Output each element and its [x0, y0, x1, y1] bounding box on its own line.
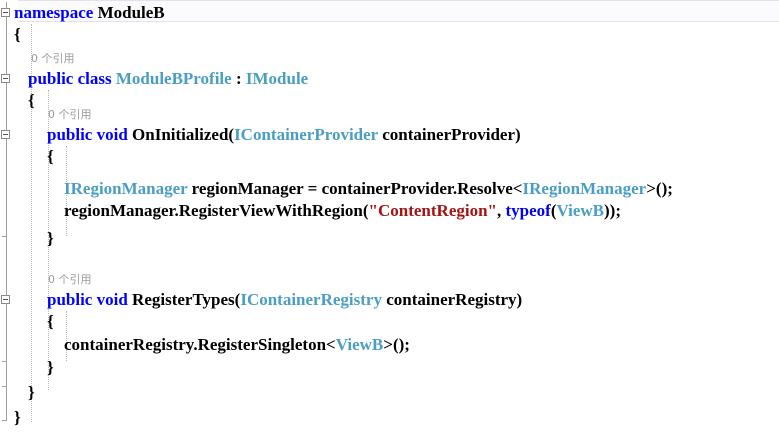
token-type: IContainerRegistry	[240, 290, 382, 309]
line-registertypes-open-brace[interactable]: {	[0, 311, 54, 333]
line-class-decl[interactable]: public class ModuleBProfile : IModule	[0, 68, 308, 90]
outline-bar-2	[6, 124, 7, 236]
token-pl: containerRegistry.RegisterSingleton<	[64, 335, 336, 354]
outline-collapse-class[interactable]	[1, 74, 10, 83]
token-pl: containerProvider)	[377, 125, 521, 144]
current-line-highlight	[18, 0, 779, 22]
token-pl: }	[14, 408, 21, 427]
token-pl: regionManager = containerProvider.Resolv…	[187, 179, 523, 198]
token-pl: }	[47, 358, 54, 377]
outline-collapse-namespace[interactable]	[1, 8, 10, 17]
token-type: ViewB	[335, 335, 384, 354]
line-register-singleton[interactable]: containerRegistry.RegisterSingleton<View…	[0, 334, 410, 356]
outline-collapse-registertypes[interactable]	[1, 295, 10, 304]
token-pl: {	[47, 312, 54, 331]
token-pl: {	[47, 147, 54, 166]
token-pl: }	[47, 229, 54, 248]
token-str: "ContentRegion"	[368, 201, 497, 220]
token-type: ModuleBProfile	[115, 69, 232, 88]
outlining-gutter[interactable]	[0, 0, 16, 433]
line-registertypes-decl[interactable]: public void RegisterTypes(IContainerRegi…	[0, 289, 522, 311]
line-namespace-open-brace[interactable]: {	[0, 24, 21, 46]
line-register-view-with-region[interactable]: regionManager.RegisterViewWithRegion("Co…	[0, 200, 621, 222]
line-resolve-regionmanager[interactable]: IRegionManager regionManager = container…	[0, 178, 673, 200]
token-pl: ,	[496, 201, 506, 220]
token-pl: OnInitialized(	[127, 125, 235, 144]
outline-bar-3	[6, 289, 7, 361]
token-type: IModule	[245, 69, 309, 88]
token-pl: >();	[383, 335, 410, 354]
line-oninitialized-close-brace[interactable]: }	[0, 228, 54, 250]
token-type: ViewB	[556, 201, 605, 220]
line-namespace[interactable]: namespace ModuleB	[0, 2, 165, 24]
token-pl: containerRegistry)	[381, 290, 523, 309]
outline-end-tick-1	[2, 386, 7, 387]
line-class-open-brace[interactable]: {	[0, 90, 35, 112]
line-registertypes-close-brace[interactable]: }	[0, 357, 54, 379]
token-kw: namespace	[14, 3, 94, 22]
outline-end-tick-2	[2, 236, 7, 237]
token-pl: {	[28, 91, 35, 110]
line-namespace-close-brace[interactable]: }	[0, 407, 21, 429]
token-type: IContainerProvider	[234, 125, 378, 144]
outline-end-tick-0	[2, 420, 7, 421]
token-pl: :	[231, 69, 246, 88]
codelens-registertypes[interactable]: 0 个引用	[48, 273, 92, 286]
indent-guide-0	[31, 24, 32, 422]
token-kw: public class	[28, 69, 112, 88]
token-type: IRegionManager	[64, 179, 188, 198]
line-oninitialized-open-brace[interactable]: {	[0, 146, 54, 168]
indent-guide-2	[66, 146, 67, 236]
token-type: IRegionManager	[522, 179, 647, 198]
token-pl: {	[14, 25, 21, 44]
token-kw: public void	[47, 125, 128, 144]
codelens-oninitialized[interactable]: 0 个引用	[48, 108, 92, 121]
token-pl: (	[550, 201, 557, 220]
outline-end-tick-3	[2, 361, 7, 362]
codelens-class[interactable]: 0 个引用	[31, 52, 75, 65]
token-pl: ));	[604, 201, 621, 220]
indent-guide-1	[48, 90, 49, 390]
indent-guide-3	[66, 311, 67, 361]
line-oninitialized-decl[interactable]: public void OnInitialized(IContainerProv…	[0, 124, 521, 146]
outline-collapse-oninitialized[interactable]	[1, 130, 10, 139]
token-pl: RegisterTypes(	[127, 290, 241, 309]
token-pl: regionManager.RegisterViewWithRegion(	[64, 201, 369, 220]
token-pl: ModuleB	[93, 3, 165, 22]
token-pl: >();	[646, 179, 673, 198]
token-pl: }	[28, 383, 35, 402]
line-class-close-brace[interactable]: }	[0, 382, 35, 404]
token-kw: public void	[47, 290, 128, 309]
token-kw: typeof	[505, 201, 551, 220]
